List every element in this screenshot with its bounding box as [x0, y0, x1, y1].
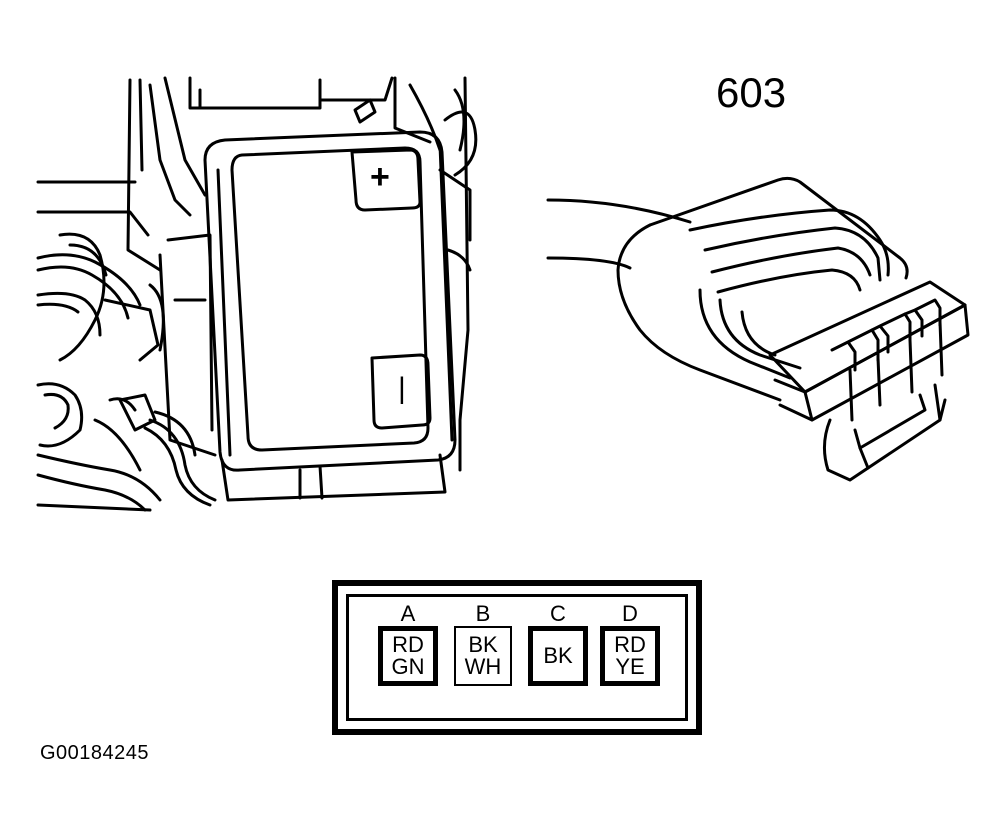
pin-letter: D [622, 601, 638, 626]
pinout-diagram: A RD GN B BK WH C BK D RD YE [332, 580, 702, 735]
pin-letter: A [400, 601, 416, 626]
wire-color-primary: RD [392, 632, 424, 657]
figure-code: G00184245 [40, 742, 150, 764]
wire-color-primary: RD [614, 632, 646, 657]
pin-wire-color: RD YE [600, 626, 660, 686]
pin-d: D RD YE [598, 602, 662, 686]
pin-b: B BK WH [451, 602, 515, 686]
battery-negative-mark: | [398, 372, 406, 405]
connector-number: 603 [716, 69, 787, 116]
pin-a: A RD GN [376, 602, 440, 686]
wire-color-stripe: WH [464, 654, 502, 679]
connector-drawing [546, 176, 970, 482]
battery-positive-mark: + [370, 158, 390, 196]
pin-wire-color: RD GN [378, 626, 438, 686]
wire-color-stripe: GN [391, 654, 425, 679]
wire-color-primary: BK [468, 632, 498, 657]
pin-letter: B [475, 601, 491, 626]
pinout-frame [346, 594, 688, 721]
pin-c: C BK [526, 602, 590, 686]
wire-color-primary: BK [543, 643, 573, 668]
pin-wire-color: BK [528, 626, 588, 686]
engine-bay-drawing [36, 76, 478, 512]
pin-letter: C [550, 601, 566, 626]
wire-color-stripe: YE [615, 654, 645, 679]
pin-wire-color: BK WH [454, 626, 512, 686]
